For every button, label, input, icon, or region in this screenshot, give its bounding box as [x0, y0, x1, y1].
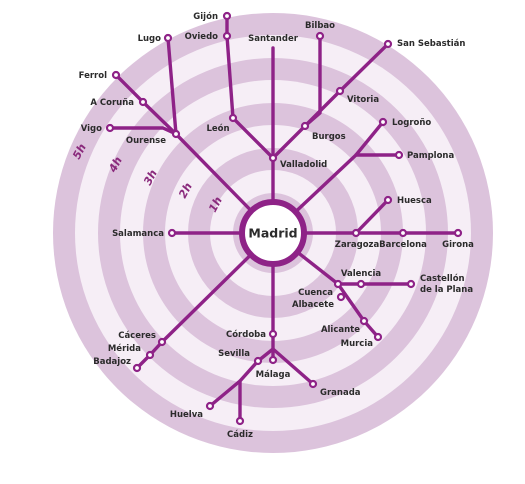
label-logrono: Logroño [392, 118, 431, 128]
label-cadiz: Cádiz [227, 430, 253, 440]
label-ferrol: Ferrol [79, 71, 107, 81]
label-santander: Santander [248, 34, 299, 44]
route-zaragoza-huesca [354, 198, 390, 235]
station-valladolid [268, 153, 278, 163]
station-ferrol [111, 70, 121, 80]
label-leon: León [206, 123, 229, 134]
route-madrid-badajoz [135, 231, 275, 370]
label-gijon: Gijón [193, 11, 218, 22]
label-bilbao: Bilbao [305, 21, 335, 31]
station-a-coruna [138, 97, 148, 107]
label-valladolid: Valladolid [280, 160, 327, 170]
station-bilbao [315, 31, 325, 41]
ring-label-3h: 3h [141, 167, 160, 187]
label-castellon-line1: Castellón [420, 273, 465, 284]
label-albacete: Albacete [292, 300, 334, 310]
label-murcia: Murcia [341, 339, 374, 349]
station-burgos [300, 121, 310, 131]
label-girona: Girona [442, 240, 474, 250]
label-vigo: Vigo [81, 124, 102, 134]
ring-label-1h: 1h [206, 194, 225, 214]
label-a-coruna: A Coruña [90, 98, 134, 108]
station-granada [308, 379, 318, 389]
madrid-hub: Madrid [239, 199, 307, 267]
station-huesca [383, 195, 393, 205]
station-san-sebastian [383, 39, 393, 49]
station-merida [145, 350, 155, 360]
station-cuenca [333, 279, 343, 289]
ring-label-2h: 2h [176, 180, 195, 200]
label-cuenca: Cuenca [298, 288, 333, 298]
station-sevilla [253, 356, 263, 366]
label-pamplona: Pamplona [407, 151, 454, 161]
label-barcelona: Barcelona [379, 240, 427, 250]
station-valencia [356, 279, 366, 289]
station-gijon [222, 11, 232, 21]
route-sevilla-huelva [208, 379, 242, 408]
station-castellon [406, 279, 416, 289]
label-burgos: Burgos [312, 132, 346, 142]
label-oviedo: Oviedo [185, 32, 219, 42]
label-badajoz: Badajoz [93, 357, 131, 367]
label-vitoria: Vitoria [347, 95, 379, 105]
station-logrono [378, 117, 388, 127]
station-lugo [163, 33, 173, 43]
station-albacete [336, 292, 346, 302]
madrid-hub-label: Madrid [248, 226, 297, 241]
station-zaragoza [351, 228, 361, 238]
madrid-hub-circle [239, 199, 307, 267]
label-ourense: Ourense [126, 136, 166, 146]
label-sevilla: Sevilla [218, 349, 250, 359]
route-valladolid-gijon [225, 14, 275, 160]
label-cordoba: Córdoba [226, 329, 266, 340]
station-oviedo [222, 31, 232, 41]
station-vitoria [335, 86, 345, 96]
city-labels: Gijón Oviedo Santander Bilbao San Sebast… [79, 11, 474, 440]
station-cordoba [268, 329, 278, 339]
station-murcia [373, 332, 383, 342]
label-salamanca: Salamanca [112, 229, 164, 239]
label-caceres: Cáceres [118, 331, 156, 341]
station-pamplona [394, 150, 404, 160]
station-malaga [268, 355, 278, 365]
label-zaragoza: Zaragoza [335, 240, 380, 250]
station-girona [453, 228, 463, 238]
label-huelva: Huelva [170, 410, 203, 420]
label-huesca: Huesca [397, 196, 432, 206]
label-castellon-line2: de la Plana [420, 285, 473, 295]
label-granada: Granada [320, 388, 361, 398]
label-valencia: Valencia [341, 269, 382, 279]
label-merida: Mérida [108, 343, 141, 354]
station-salamanca [167, 228, 177, 238]
station-caceres [157, 337, 167, 347]
label-malaga: Málaga [256, 370, 291, 380]
label-san-sebastian: San Sebastián [397, 39, 465, 49]
station-huelva [205, 401, 215, 411]
stations [105, 11, 463, 426]
station-cadiz [235, 416, 245, 426]
station-badajoz [132, 363, 142, 373]
label-lugo: Lugo [138, 34, 162, 44]
ring-label-5h: 5h [70, 141, 89, 161]
station-vigo [105, 123, 115, 133]
station-ourense [171, 129, 181, 139]
station-leon [228, 113, 238, 123]
route-ourense-vigo [108, 126, 178, 136]
label-alicante: Alicante [321, 325, 360, 335]
station-alicante [359, 316, 369, 326]
station-barcelona [398, 228, 408, 238]
